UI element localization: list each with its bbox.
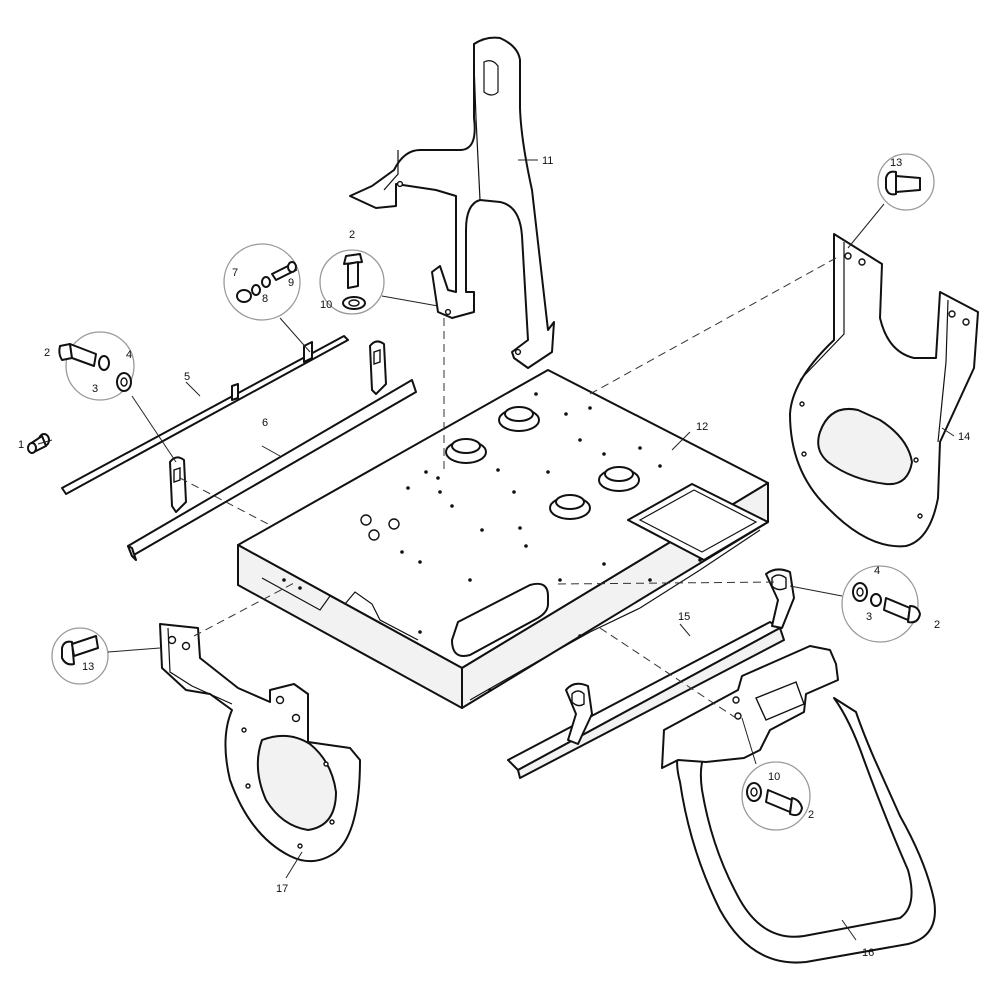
label-part-10-top: 10 [320, 299, 332, 311]
label-part-16: 16 [862, 947, 874, 959]
label-part-8: 8 [262, 293, 268, 305]
callout-hardware-2-3-4-right [841, 565, 921, 643]
label-part-5: 5 [184, 371, 190, 383]
base-plate-part-12 [237, 369, 769, 709]
upright-bracket-part-11 [349, 36, 555, 369]
label-part-17: 17 [276, 883, 288, 895]
label-part-14: 14 [958, 431, 970, 443]
label-part-2-left: 2 [44, 347, 50, 359]
label-part-12: 12 [696, 421, 708, 433]
label-part-7: 7 [232, 267, 238, 279]
label-part-3-left: 3 [92, 383, 98, 395]
channel-part-6 [127, 340, 417, 561]
label-part-4-right: 4 [874, 565, 880, 577]
step-frame-part-16 [661, 645, 936, 964]
label-part-6: 6 [262, 417, 268, 429]
label-part-1: 1 [18, 439, 24, 451]
part-labels: 11 2 10 7 8 9 2 4 3 5 6 1 12 13 14 13 4 … [18, 155, 970, 959]
leader-lines [37, 159, 955, 941]
callout-hardware-2-3-4-left [58, 331, 135, 401]
label-part-11: 11 [542, 155, 553, 167]
label-part-10-bottom: 10 [768, 771, 780, 783]
alignment-lines [179, 257, 837, 719]
label-part-4-left: 4 [126, 349, 132, 361]
label-part-15: 15 [678, 611, 690, 623]
label-part-3-right: 3 [866, 611, 872, 623]
label-part-2-top: 2 [349, 229, 355, 241]
label-part-2-right: 2 [934, 619, 940, 631]
side-bracket-part-17 [159, 623, 361, 863]
callout-hardware-2-10-top [319, 249, 385, 315]
rod-part-5 [61, 335, 349, 495]
side-bracket-part-14 [789, 233, 979, 548]
rail-part-15 [507, 568, 795, 779]
label-part-9: 9 [288, 277, 294, 289]
callout-bolt-13-top [877, 153, 935, 211]
label-part-13-bottom: 13 [82, 661, 94, 673]
callout-bolt-13-bottom [51, 627, 109, 685]
callout-hardware-2-10-bottom [741, 761, 811, 831]
callout-hardware-7-8-9 [223, 243, 301, 321]
label-part-2-bottom: 2 [808, 809, 814, 821]
label-part-13-top: 13 [890, 157, 902, 169]
